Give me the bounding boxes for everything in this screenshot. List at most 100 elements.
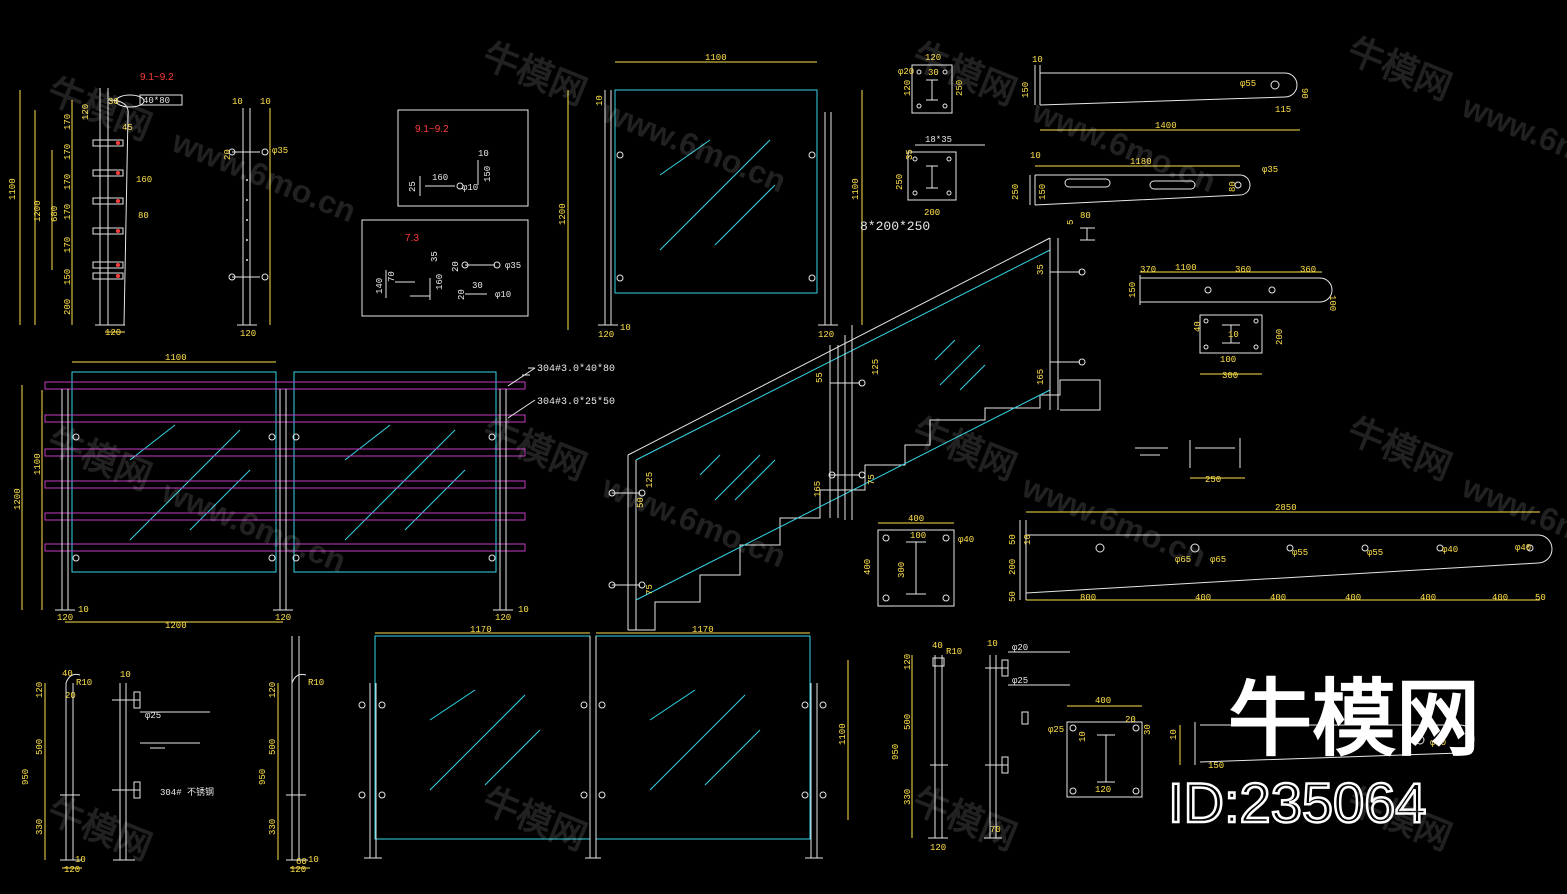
dim-label: 120 (105, 328, 121, 338)
dim-label: 150 (1021, 82, 1031, 98)
dim-label: 35 (1036, 264, 1046, 275)
dim-label: 40 (932, 641, 943, 651)
dim-label: 165 (1036, 369, 1046, 385)
dim-label: 10 (260, 97, 271, 107)
dim-label: 50 (1008, 591, 1018, 602)
dim-label: 160 (432, 173, 448, 183)
dim-label: 160 (435, 274, 445, 290)
dim-label: 1100 (165, 353, 187, 363)
dim-label: 200 (1008, 559, 1018, 575)
dim-label: 20 (65, 691, 76, 701)
spec-label: R10 (76, 678, 92, 688)
post-dots (246, 179, 248, 261)
dim-label: 10 (620, 323, 631, 333)
dim-label: 400 (863, 559, 873, 575)
spec-label: φ65 (1210, 555, 1226, 565)
clip-detail-box-1 (397, 109, 529, 207)
dim-label: 10 (1169, 729, 1179, 740)
dim-label: 120 (57, 613, 73, 623)
dim-label: 400 (1492, 593, 1508, 603)
dim-label: 80 (1080, 211, 1091, 221)
dim-label: 500 (268, 739, 278, 755)
dim-label: 2850 (1275, 503, 1297, 513)
spec-label: φ55 (1292, 548, 1308, 558)
dim-label: 35 (430, 251, 440, 262)
brand-logo-text: 牛模网 (1228, 672, 1480, 766)
dim-label: 20 (451, 261, 461, 272)
dim-label: 1170 (692, 625, 714, 635)
dim-label: 30 (108, 97, 119, 107)
clip-detail-box-2 (361, 219, 529, 317)
dim-label: 10 (120, 670, 131, 680)
dim-label: 360 (1235, 265, 1251, 275)
dim-label: 1100 (1175, 263, 1197, 273)
spec-label: φ40 (1442, 545, 1458, 555)
dim-label: 70 (990, 825, 1001, 835)
railing-elevation-main (21, 361, 536, 623)
dim-label: 950 (21, 769, 31, 785)
cantilever-arm-2 (1029, 165, 1251, 206)
clip-detail-drawing-2 (385, 261, 501, 300)
cantilever-arm-small (1179, 722, 1475, 765)
dim-label: 950 (891, 744, 901, 760)
dim-label: 10 (1078, 731, 1088, 742)
dim-label: 200 (924, 208, 940, 218)
dim-label: 75 (867, 474, 877, 485)
plate-size-label: 8*200*250 (860, 219, 930, 234)
dim-label: 10 (1228, 330, 1239, 340)
dim-label: 160 (136, 175, 152, 185)
dim-label: 330 (35, 819, 45, 835)
dim-label: 100 (910, 531, 926, 541)
dim-label: 330 (268, 819, 278, 835)
dim-label: 120 (35, 682, 45, 698)
red-note: 7.3 (405, 233, 419, 244)
post-detail-bottom-3 (277, 636, 310, 869)
dim-label: 250 (955, 80, 965, 96)
dim-label: 1180 (1130, 157, 1152, 167)
dim-label: 10 (478, 149, 489, 159)
spec-label: φ25 (145, 711, 161, 721)
dim-label: 120 (903, 80, 913, 96)
dim-label: 170 (63, 237, 73, 253)
cantilever-arm-3 (1139, 271, 1333, 375)
dim-label: 125 (871, 359, 881, 375)
dim-label: 20 (1125, 715, 1136, 725)
spec-label: φ50 (1430, 738, 1446, 748)
dim-label: φ10 (462, 183, 478, 193)
dim-label: 120 (903, 654, 913, 670)
spec-label: R10 (946, 647, 962, 657)
dim-label: 120 (598, 330, 614, 340)
dim-label: 90 (1299, 88, 1309, 99)
tube-label-box (139, 94, 183, 106)
spec-label: φ20 (898, 67, 914, 77)
dim-label: 200 (63, 299, 73, 315)
dim-label: 125 (645, 472, 655, 488)
post-detail-bottom-4 (911, 655, 948, 839)
dim-label: 500 (35, 739, 45, 755)
dim-label: 1200 (33, 200, 43, 222)
dim-label: 115 (1275, 105, 1291, 115)
spec-label: φ35 (505, 261, 521, 271)
dim-label: 10 (1030, 151, 1041, 161)
dim-label: 100 (1220, 355, 1236, 365)
dim-label: 1200 (165, 621, 187, 631)
dim-label: 400 (1095, 696, 1111, 706)
dim-label: 20 (457, 289, 467, 300)
dim-label: 75 (645, 584, 655, 595)
tube-spec-label: 40*80 (143, 96, 170, 106)
dim-label: 400 (1270, 593, 1286, 603)
spec-label: φ10 (495, 290, 511, 300)
dim-label: 120 (930, 843, 946, 853)
dim-label: 10 (75, 855, 86, 865)
dim-label: 80 (1228, 181, 1238, 192)
spec-label: φ65 (1175, 555, 1191, 565)
bracket-small-detail (1135, 438, 1245, 479)
dim-label: 60 (296, 857, 307, 867)
post-detail-bottom-2 (112, 683, 210, 861)
red-note: 9.1~9.2 (140, 72, 174, 83)
dim-label: 170 (63, 144, 73, 160)
dim-label: 150 (1208, 761, 1224, 771)
dim-label: 120 (925, 53, 941, 63)
